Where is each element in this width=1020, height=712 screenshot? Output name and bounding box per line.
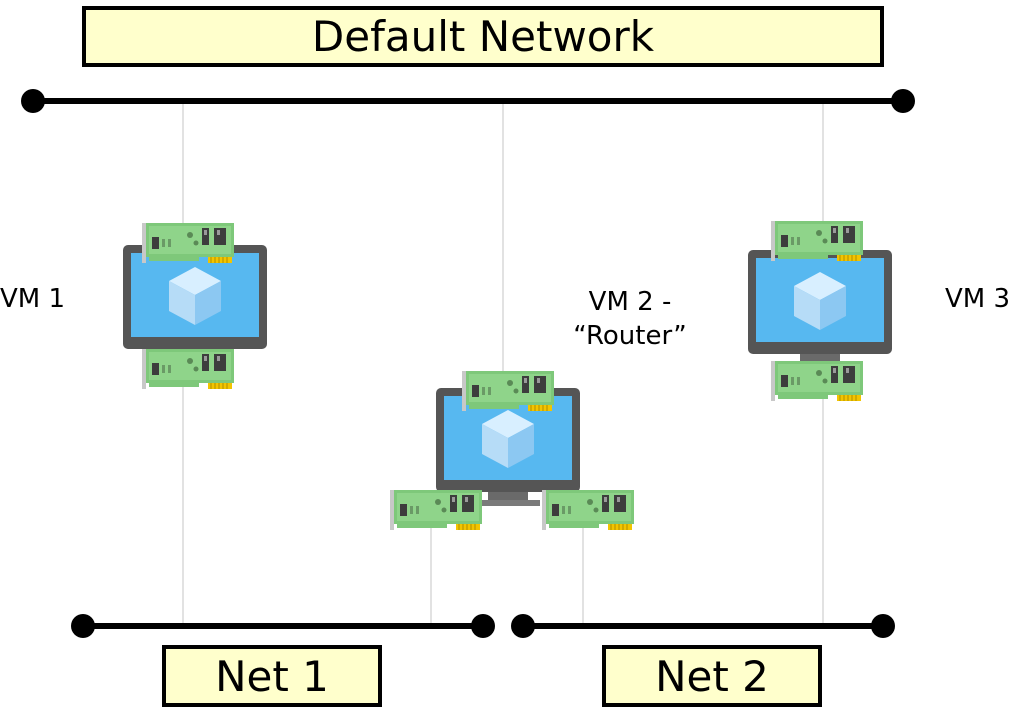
vm3-icon (748, 220, 892, 402)
vm3-label: VM 3 (945, 284, 1011, 314)
default-network-label: Default Network (82, 6, 884, 67)
vm1-icon (123, 222, 267, 390)
vm2-label-line2: “Router” (573, 320, 687, 351)
net2-bus (511, 614, 895, 638)
net1-label: Net 1 (162, 645, 382, 707)
vm2-label: VM 2 - “Router” (560, 286, 700, 354)
vm2-router-icon (389, 370, 635, 531)
vm1-label: VM 1 (0, 284, 66, 314)
net2-label: Net 2 (602, 645, 822, 707)
default-network-bus (21, 89, 915, 113)
vm2-label-line1: VM 2 - (588, 287, 672, 317)
net1-bus (71, 614, 495, 638)
